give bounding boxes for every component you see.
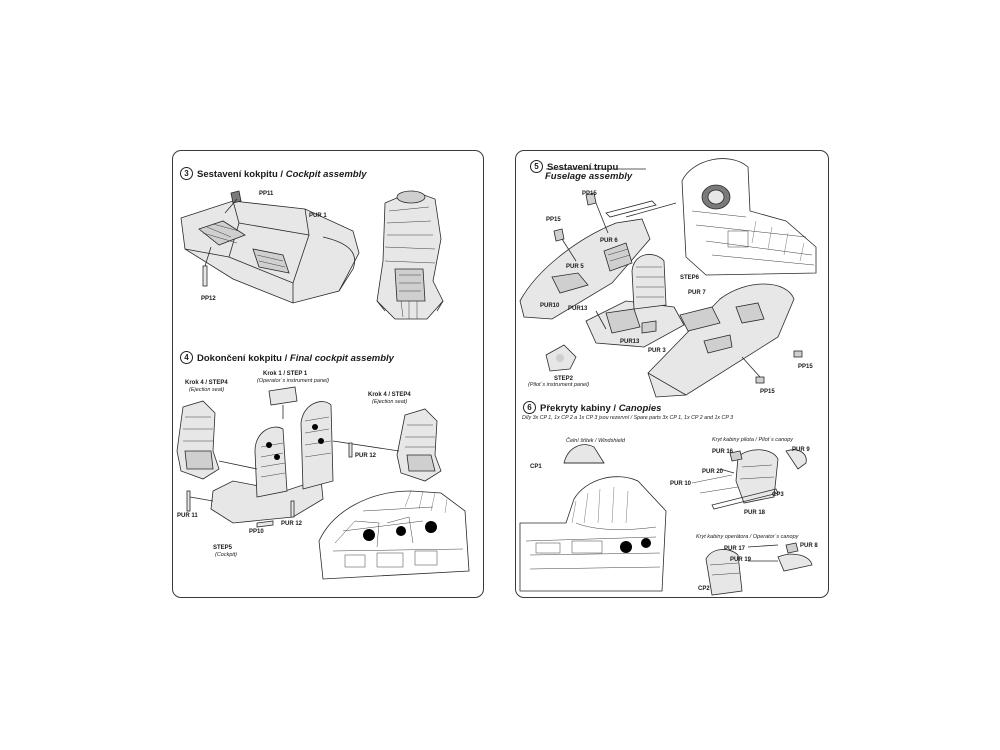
step-4-title-cz: Dokončení kokpitu / — [197, 353, 288, 364]
label-step5: STEP5 — [213, 545, 233, 551]
label-pur18: PUR 18 — [744, 510, 766, 516]
label-pur11: PUR 11 — [177, 513, 198, 519]
label-windshield: Čelní štítek / Windshield — [566, 438, 625, 444]
label-cp1: CP1 — [530, 464, 542, 470]
canopy-spare-parts-note: Díly 3x CP 1, 1x CP 2 a 1x CP 3 jsou rez… — [522, 415, 734, 421]
label-step5-sub: (Cockpit) — [215, 552, 238, 558]
step-5-number: 5 — [530, 160, 543, 173]
label-pur13-a: PUR13 — [568, 306, 588, 312]
label-krok1: Krok 1 / STEP 1 — [263, 371, 308, 377]
label-step2: STEP2 — [554, 376, 574, 382]
label-pur19: PUR 19 — [730, 557, 752, 563]
label-pur8: PUR 8 — [800, 543, 818, 549]
label-pp15-c: PP15 — [798, 364, 813, 370]
label-pp11: PP11 — [259, 191, 274, 197]
step-6-title: 6 Překryty kabiny / Canopies — [523, 401, 661, 414]
label-pp15-b: PP15 — [546, 217, 561, 223]
label-pur16: PUR 16 — [712, 449, 734, 455]
label-pp10: PP10 — [249, 529, 264, 535]
step-5-title-en: Fuselage assembly — [545, 171, 633, 182]
final-cockpit-drawing — [176, 386, 470, 580]
step-5-title-en-wrap: Fuselage assembly — [545, 171, 632, 182]
step-3-number: 3 — [180, 167, 193, 180]
label-cp3: CP3 — [772, 492, 784, 498]
step-5-title: 5 Sestavení trupu — [530, 160, 618, 173]
step-3-title: 3 Sestavení kokpitu / Cockpit assembly — [180, 167, 367, 180]
label-krok4-left-sub: (Ejection seat) — [189, 387, 225, 393]
label-step2-sub: (Pilot´s instrument panel) — [528, 382, 590, 388]
label-pur12-a: PUR 12 — [355, 453, 377, 459]
cockpit-assembly-drawing — [180, 190, 444, 320]
label-krok1-sub: (Operator´s instrument panel) — [257, 378, 330, 384]
label-pur9: PUR 9 — [792, 447, 810, 453]
step-4-title: 4 Dokončení kokpitu / Final cockpit assem… — [180, 351, 394, 364]
fuselage-assembly-drawing — [519, 158, 817, 398]
step-4-number: 4 — [180, 351, 193, 364]
label-pur10-a: PUR10 — [540, 303, 560, 309]
label-cp2: CP2 — [698, 586, 710, 592]
step-6-number: 6 — [523, 401, 536, 414]
label-pur6: PUR 6 — [600, 238, 618, 244]
label-pp15-d: PP15 — [760, 389, 775, 395]
label-krok4-right-sub: (Ejection seat) — [372, 399, 408, 405]
step-4-title-en: Final cockpit assembly — [289, 353, 394, 364]
step-6-title-cz: Překryty kabiny / — [540, 403, 617, 414]
label-pur5: PUR 5 — [566, 264, 584, 270]
label-pp12: PP12 — [201, 296, 216, 302]
canopies-drawing — [519, 444, 813, 596]
label-pur13-b: PUR13 — [620, 339, 640, 345]
label-pp15-a: PP15 — [582, 191, 597, 197]
label-pur7: PUR 7 — [688, 290, 706, 296]
label-pur10-b: PUR 10 — [670, 481, 692, 487]
label-pur12-b: PUR 12 — [281, 521, 303, 527]
step-3-title-en: Cockpit assembly — [285, 169, 367, 180]
label-pur3: PUR 3 — [648, 348, 666, 354]
instruction-panel-right: 5 Sestavení trupu Fuselage assembly — [515, 150, 829, 598]
instruction-panel-left: 3 Sestavení kokpitu / Cockpit assembly PP… — [172, 150, 484, 598]
label-krok4-left: Krok 4 / STEP4 — [185, 380, 228, 386]
label-pur1: PUR 1 — [309, 213, 327, 219]
label-pur17: PUR 17 — [724, 546, 746, 552]
step-5-title-cz: Sestavení trupu — [547, 162, 619, 173]
label-step6: STEP6 — [680, 275, 700, 281]
label-pilot-canopy: Kryt kabiny pilota / Pilot´s canopy — [712, 437, 794, 443]
label-krok4-right: Krok 4 / STEP4 — [368, 392, 411, 398]
step-6-title-en: Canopies — [618, 403, 662, 414]
label-operator-canopy: Kryt kabiny operátora / Operator´s canop… — [696, 534, 799, 540]
step-3-title-cz: Sestavení kokpitu / — [197, 169, 284, 180]
label-pur20: PUR 20 — [702, 469, 724, 475]
